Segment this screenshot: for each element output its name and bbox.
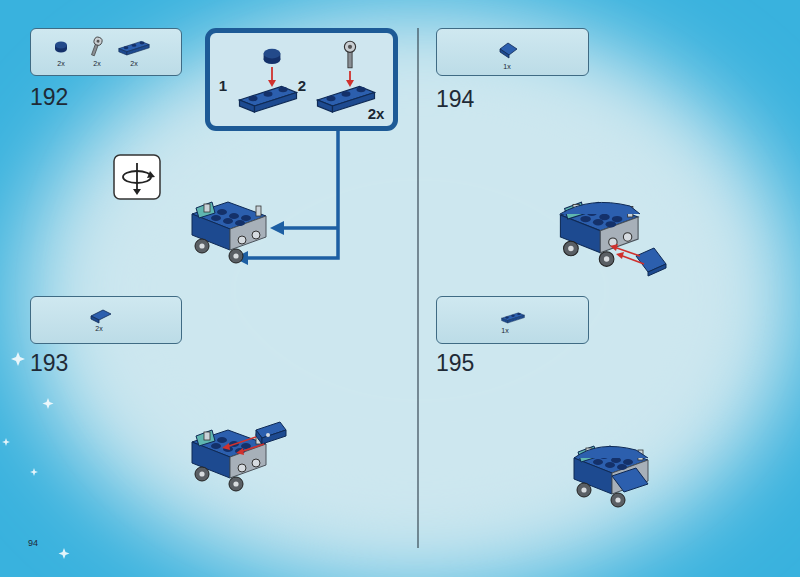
parts-picture xyxy=(31,29,181,75)
part-count: 2x xyxy=(95,325,102,332)
callout-text: 2 xyxy=(298,78,306,93)
callout-text: 2x xyxy=(368,106,385,121)
parts-picture xyxy=(31,297,181,343)
step-number: 195 xyxy=(436,352,474,375)
parts-picture xyxy=(437,29,588,75)
parts-picture xyxy=(437,297,588,343)
part-count: 2x xyxy=(57,60,64,67)
step-number: 192 xyxy=(30,86,68,109)
parts-list-box: 2x xyxy=(30,296,182,344)
parts-list-box: 2x 2x 2x xyxy=(30,28,182,76)
part-count: 1x xyxy=(501,327,508,334)
parts-list-box: 1x xyxy=(436,28,589,76)
parts-list-box: 1x xyxy=(436,296,589,344)
callout-text: 1 xyxy=(219,78,227,93)
step-number: 193 xyxy=(30,352,68,375)
part-count: 2x xyxy=(130,60,137,67)
page-number: 94 xyxy=(28,539,38,548)
step-number: 194 xyxy=(436,88,474,111)
part-count: 1x xyxy=(503,63,510,70)
part-count: 2x xyxy=(93,60,100,67)
sub-assembly-callout: 1 2 2x xyxy=(205,28,398,131)
